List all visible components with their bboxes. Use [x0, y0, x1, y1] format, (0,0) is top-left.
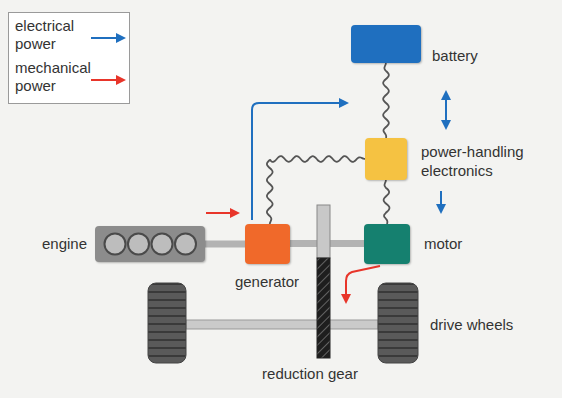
legend-box: electrical power mechanical power — [8, 12, 130, 104]
legend-text: electrical power — [15, 17, 89, 53]
cylinders — [95, 226, 205, 262]
battery-box: battery — [351, 25, 421, 63]
gear-upper — [317, 205, 330, 258]
motor-box: motor — [364, 224, 410, 264]
power-arrow — [445, 92, 447, 128]
power-cable — [267, 156, 365, 224]
power-cable — [383, 63, 389, 138]
cylinder — [152, 234, 173, 255]
generator-box: generator — [245, 224, 290, 264]
engine-shaft — [205, 241, 245, 248]
power-cable — [384, 180, 390, 224]
gear-lower — [317, 258, 330, 358]
power-arrow — [346, 266, 380, 302]
legend-arrow — [91, 74, 127, 86]
axle — [186, 320, 378, 329]
generator-shaft — [290, 240, 317, 247]
cylinder — [105, 234, 126, 255]
legend-item: electrical power — [15, 17, 127, 57]
power-arrow — [206, 212, 238, 214]
left-wheel — [148, 283, 186, 363]
node-label: generator — [235, 272, 299, 291]
part-label: reduction gear — [262, 364, 358, 383]
node-label: motor — [424, 234, 462, 253]
power-arrow — [440, 191, 442, 212]
cylinder — [128, 234, 149, 255]
motor-shaft — [330, 240, 364, 247]
part-label: drive wheels — [430, 315, 513, 334]
cylinder — [175, 234, 196, 255]
engine-block: engine — [95, 226, 205, 262]
right-wheel — [378, 283, 418, 363]
node-label: battery — [432, 46, 478, 65]
node-label: engine — [42, 234, 87, 253]
node-label: power-handling electronics — [421, 142, 546, 180]
legend-text: mechanical power — [15, 59, 89, 95]
power-arrow — [252, 103, 347, 220]
legend-arrow — [91, 32, 127, 44]
electronics-box: power-handling electronics — [365, 138, 407, 180]
legend-item: mechanical power — [15, 59, 127, 99]
